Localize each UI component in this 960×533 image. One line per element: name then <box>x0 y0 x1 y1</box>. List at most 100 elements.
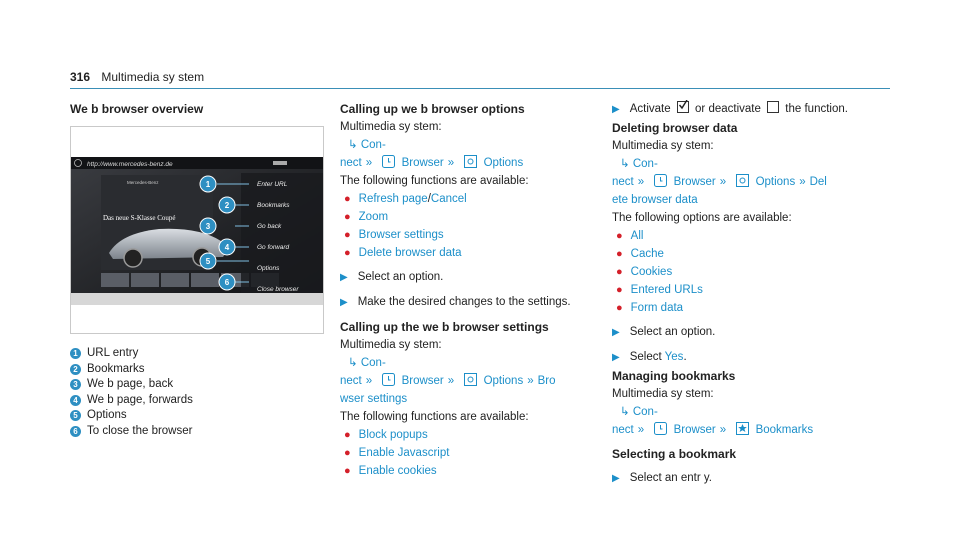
step-arrow-icon: ▶ <box>340 297 348 308</box>
nav-path: ↳ Con- <box>348 139 386 151</box>
double-chevron-icon: » <box>719 424 727 436</box>
svg-text:3: 3 <box>206 222 211 231</box>
options-gear-icon <box>736 174 750 187</box>
svg-text:Mercedes-Benz: Mercedes-Benz <box>127 180 159 185</box>
svg-text:Enter URL: Enter URL <box>257 181 288 188</box>
column-overview: We b browser overview <box>70 100 325 118</box>
svg-text:4: 4 <box>225 243 230 252</box>
nav-path: nect» Browser» Options <box>340 155 524 169</box>
double-chevron-icon: » <box>719 176 727 188</box>
bullet-icon: ● <box>344 447 351 459</box>
double-chevron-icon: » <box>637 424 645 436</box>
bullet-icon: ● <box>616 230 623 242</box>
list-item: ●Refresh page/Cancel <box>344 193 467 205</box>
double-chevron-icon: » <box>799 176 806 188</box>
bullet-icon: ● <box>344 247 351 259</box>
browser-icon <box>382 373 396 386</box>
instruction-step: ▶Select an option. <box>612 326 716 338</box>
browser-icon <box>654 174 668 187</box>
nav-path: nect» Browser» Bookmarks <box>612 422 814 436</box>
list-item: ●Browser settings <box>344 229 444 241</box>
step-arrow-icon: ▶ <box>612 104 620 115</box>
list-item: ●Enable cookies <box>344 465 437 477</box>
checked-box-icon <box>676 100 689 113</box>
nav-path: ↳ Con- <box>620 158 658 170</box>
header-rule <box>70 88 890 89</box>
path-arrow-icon: ↳ <box>348 357 358 369</box>
unchecked-box-icon <box>767 101 780 113</box>
column-browser-options: Calling up we b browser options Multimed… <box>340 100 595 480</box>
svg-text:Options: Options <box>257 265 280 272</box>
bullet-icon: ● <box>616 302 623 314</box>
list-item: ●Zoom <box>344 211 389 223</box>
list-item: ●Form data <box>616 302 684 314</box>
bullet-icon: ● <box>344 211 351 223</box>
list-item: ●All <box>616 230 644 242</box>
bullet-icon: ● <box>616 266 623 278</box>
svg-text:1: 1 <box>206 180 211 189</box>
svg-text:Go back: Go back <box>257 223 282 230</box>
double-chevron-icon: » <box>365 157 373 169</box>
browser-icon <box>654 422 668 435</box>
path-arrow-icon: ↳ <box>620 406 630 418</box>
section-heading: Calling up we b browser options <box>340 102 525 116</box>
list-item: ●Entered URLs <box>616 284 703 296</box>
bullet-icon: ● <box>616 284 623 296</box>
list-item: ●Block popups <box>344 429 428 441</box>
callout-number: 6 <box>70 425 81 437</box>
options-gear-icon <box>464 155 478 168</box>
browser-screenshot-image: http://www.mercedes-benz.de Mercedes-Ben… <box>71 157 323 305</box>
callout-number: 4 <box>70 394 81 406</box>
instruction-step: ▶Activate or deactivate the function. <box>612 100 882 119</box>
column-delete-bookmarks: ▶Activate or deactivate the function. De… <box>612 100 882 488</box>
svg-text:Close browser: Close browser <box>257 286 299 293</box>
path-arrow-icon: ↳ <box>620 158 630 170</box>
list-item: ●Delete browser data <box>344 247 462 259</box>
bullet-icon: ● <box>344 229 351 241</box>
page-number: 316 <box>70 70 91 84</box>
step-arrow-icon: ▶ <box>340 272 348 283</box>
svg-text:Go forward: Go forward <box>257 244 290 251</box>
bookmark-star-icon <box>736 422 750 435</box>
path-arrow-icon: ↳ <box>348 139 358 151</box>
instruction-step: ▶Select Yes. <box>612 351 687 363</box>
bullet-icon: ● <box>344 429 351 441</box>
svg-text:6: 6 <box>225 278 230 287</box>
callout-number: 1 <box>70 348 81 359</box>
overview-heading: We b browser overview <box>70 102 204 116</box>
svg-text:2: 2 <box>225 201 230 210</box>
callout-number: 5 <box>70 410 81 422</box>
nav-path: nect» Browser» Options»Del <box>612 174 827 188</box>
svg-text:Bookmarks: Bookmarks <box>257 202 290 209</box>
list-item: ●Cookies <box>616 266 673 278</box>
nav-path: nect» Browser» Options»Bro <box>340 373 556 387</box>
step-arrow-icon: ▶ <box>612 352 620 363</box>
double-chevron-icon: » <box>447 375 455 387</box>
double-chevron-icon: » <box>365 375 373 387</box>
bullet-icon: ● <box>344 465 351 477</box>
nav-path: ↳ Con- <box>620 406 658 418</box>
page-header-title: Multimedia sy stem <box>101 70 205 84</box>
options-gear-icon <box>464 373 478 386</box>
callout-number: 2 <box>70 363 81 375</box>
bullet-icon: ● <box>616 248 623 260</box>
nav-path: ↳ Con- <box>348 357 386 369</box>
section-heading: Selecting a bookmark <box>612 447 737 461</box>
list-item: ●Enable Javascript <box>344 447 450 459</box>
instruction-step: ▶Select an entr y. <box>612 472 712 484</box>
svg-text:5: 5 <box>206 257 211 266</box>
browser-screenshot: http://www.mercedes-benz.de Mercedes-Ben… <box>71 157 323 305</box>
mercedes-star-icon <box>74 159 82 167</box>
step-arrow-icon: ▶ <box>612 473 620 484</box>
instruction-step: ▶Make the desired changes to the setting… <box>340 296 571 308</box>
double-chevron-icon: » <box>527 375 534 387</box>
section-heading: Managing bookmarks <box>612 369 736 383</box>
section-heading: Calling up the we b browser settings <box>340 320 549 334</box>
instruction-step: ▶Select an option. <box>340 271 444 283</box>
